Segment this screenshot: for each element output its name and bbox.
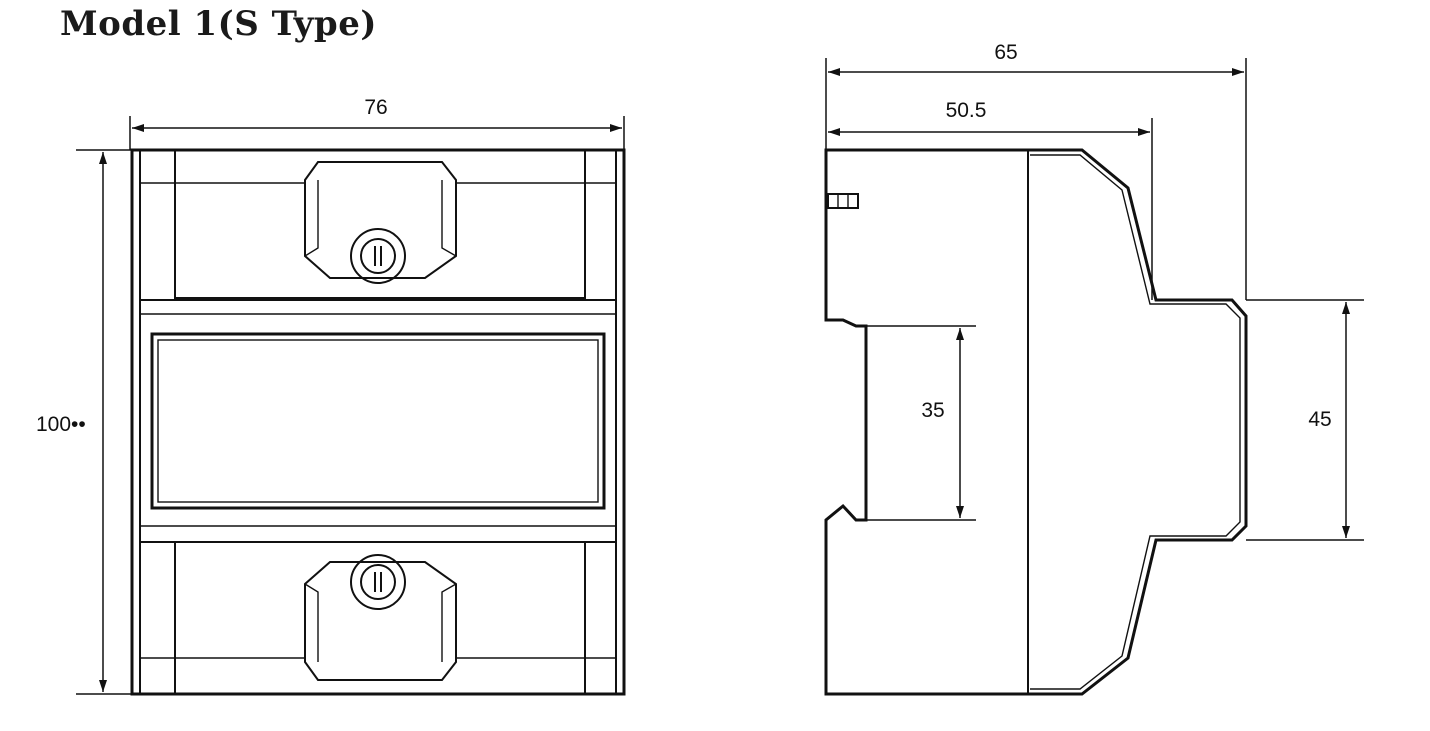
dimension-height-100: 100•• xyxy=(36,149,132,695)
top-terminal-cover xyxy=(174,149,586,299)
rail-inner-label: 35 xyxy=(921,399,944,422)
side-inner-contour xyxy=(1030,154,1241,690)
arrow-bottom xyxy=(1342,526,1350,538)
top-seal-bevel-left xyxy=(304,180,319,257)
bottom-seal-screw-head xyxy=(360,564,396,600)
arrow-top xyxy=(1342,302,1350,314)
arrow-right xyxy=(610,124,622,132)
top-seal-bevel-right xyxy=(441,180,457,257)
top-seal-block xyxy=(304,161,457,279)
width-label: 76 xyxy=(364,96,387,119)
front-middle-band xyxy=(139,299,617,543)
bottom-terminal-cover xyxy=(174,541,586,695)
display-window xyxy=(150,332,606,510)
dimension-width-76: 76 xyxy=(129,96,625,150)
drawing-title: Model 1(S Type) xyxy=(60,4,377,44)
arrow-right xyxy=(1138,128,1150,136)
depth-partial-label: 50.5 xyxy=(946,99,987,122)
arrow-right xyxy=(1232,68,1244,76)
front-outer-frame xyxy=(130,148,626,696)
dimension-rail-35: 35 xyxy=(866,325,976,521)
front-view xyxy=(130,148,626,696)
dimension-rail-45: 45 xyxy=(1246,299,1364,541)
top-seal-screw-head xyxy=(360,238,396,274)
arrow-left xyxy=(828,68,840,76)
arrow-top xyxy=(99,152,107,164)
depth-total-label: 65 xyxy=(994,41,1017,64)
arrow-left xyxy=(828,128,840,136)
dimension-depth-65: 65 xyxy=(825,41,1247,300)
bottom-seal-bevel-right xyxy=(441,583,457,662)
arrow-bottom xyxy=(99,680,107,692)
display-window-inner xyxy=(157,339,599,503)
bottom-seal-bevel-left xyxy=(304,583,319,662)
side-latch xyxy=(827,193,859,209)
rail-outer-label: 45 xyxy=(1308,408,1331,431)
height-label: 100•• xyxy=(36,413,86,436)
arrow-top xyxy=(956,328,964,340)
top-seal-screw-ring xyxy=(350,228,406,284)
dimension-depth-50-5: 50.5 xyxy=(828,99,1153,300)
side-outline xyxy=(824,148,1248,696)
arrow-bottom xyxy=(956,506,964,518)
arrow-left xyxy=(132,124,144,132)
bottom-seal-screw-ring xyxy=(350,554,406,610)
side-view xyxy=(824,148,1248,696)
bottom-seal-block xyxy=(304,561,457,681)
